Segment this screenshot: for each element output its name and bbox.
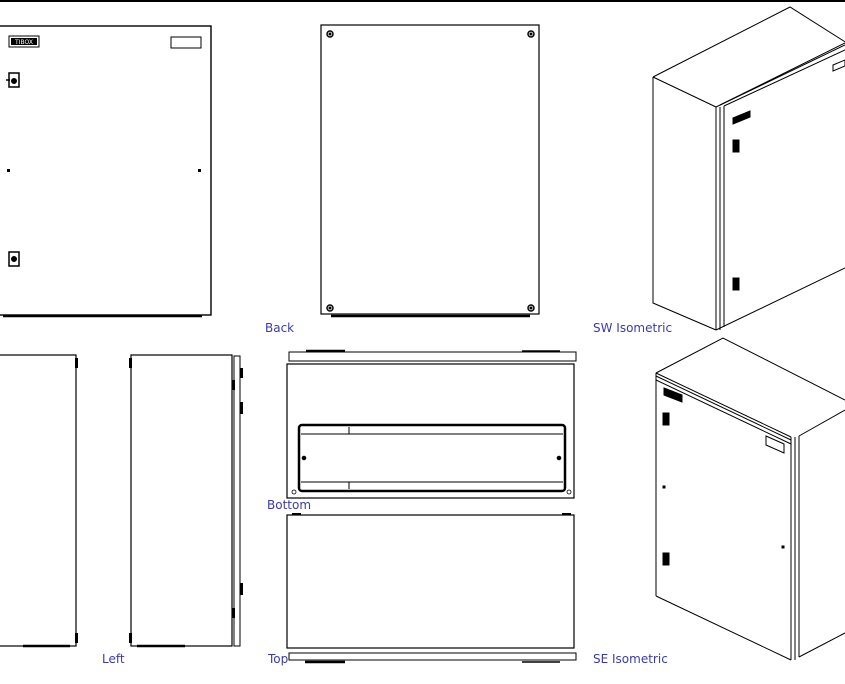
top-view [286,513,577,664]
bottom-view [286,349,577,499]
label-window-icon [765,435,785,454]
lock-icon [662,552,670,566]
lock-icon [6,72,20,88]
hinge-hole-icon [7,169,10,172]
screw-icon [527,304,535,312]
lock-icon [8,251,20,267]
sw-isometric-view [652,6,845,331]
lock-icon [662,412,670,426]
svg-text:TIBOX: TIBOX [14,39,33,46]
right-view [0,354,78,648]
label-window-icon [170,36,202,49]
lock-icon [732,139,740,153]
brand-plate-icon [732,110,751,125]
top-border [0,0,845,2]
front-view: TIBOX [0,25,212,318]
label-back: Back [265,321,295,335]
label-se-isometric: SE Isometric [593,652,668,666]
label-sw-isometric: SW Isometric [593,321,673,335]
screw-icon [326,30,334,38]
label-left: Left [102,652,125,666]
label-bottom: Bottom [267,498,312,512]
brand-plate-icon: TIBOX [8,35,40,48]
label-top: Top [268,652,289,666]
screw-icon [527,30,535,38]
screw-icon [326,304,334,312]
se-isometric-view [655,337,845,661]
left-view [129,354,243,648]
lock-icon [732,277,740,291]
back-view [320,24,540,318]
brand-plate-icon [663,387,683,403]
label-window-icon [832,59,845,72]
hinge-hole-icon [198,169,201,172]
